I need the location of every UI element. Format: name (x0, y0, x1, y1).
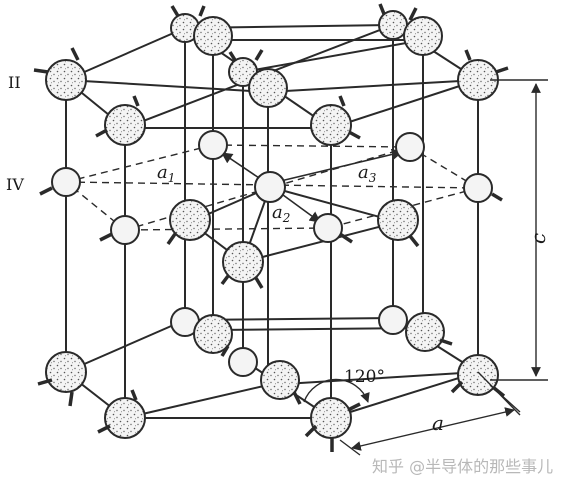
vector-label-a1: a1 (157, 162, 175, 185)
atom (457, 354, 499, 396)
atom (260, 360, 300, 400)
atom (228, 347, 258, 377)
vector-a3 (267, 148, 404, 185)
atom (104, 104, 146, 146)
atom (310, 104, 352, 146)
atom (110, 215, 140, 245)
atom (403, 16, 443, 56)
atom (395, 132, 425, 162)
atom (310, 397, 352, 439)
atom (104, 397, 146, 439)
atom (51, 167, 81, 197)
atom (377, 199, 419, 241)
lattice-vectors (221, 148, 404, 223)
atom (463, 173, 493, 203)
watermark-text: 知乎 @半导体的那些事儿 (372, 457, 553, 476)
atom (45, 351, 87, 393)
lattice-c-label: c (526, 233, 550, 244)
bond-stubs (33, 3, 509, 452)
atom (193, 314, 233, 354)
vector-label-a2: a2 (272, 202, 290, 225)
lattice-a-label: a (432, 411, 444, 435)
atom (198, 130, 228, 160)
atom (378, 305, 408, 335)
atom (169, 199, 211, 241)
atom (313, 213, 343, 243)
atom (45, 59, 87, 101)
atom (248, 68, 288, 108)
vector-label-a3: a3 (358, 162, 377, 185)
atom (222, 241, 264, 283)
atom (254, 171, 286, 203)
dimension-a (339, 371, 521, 456)
atom (378, 10, 408, 40)
atom (193, 16, 233, 56)
atom (405, 312, 445, 352)
middle-layer-bonds (189, 186, 399, 263)
angle-label: 120° (344, 367, 385, 387)
angle-arc-120 (303, 378, 370, 403)
layer-label-middle: IV (6, 175, 24, 194)
layer-label-top: II (8, 73, 21, 92)
dimension-c (490, 79, 548, 381)
atoms (45, 10, 499, 439)
